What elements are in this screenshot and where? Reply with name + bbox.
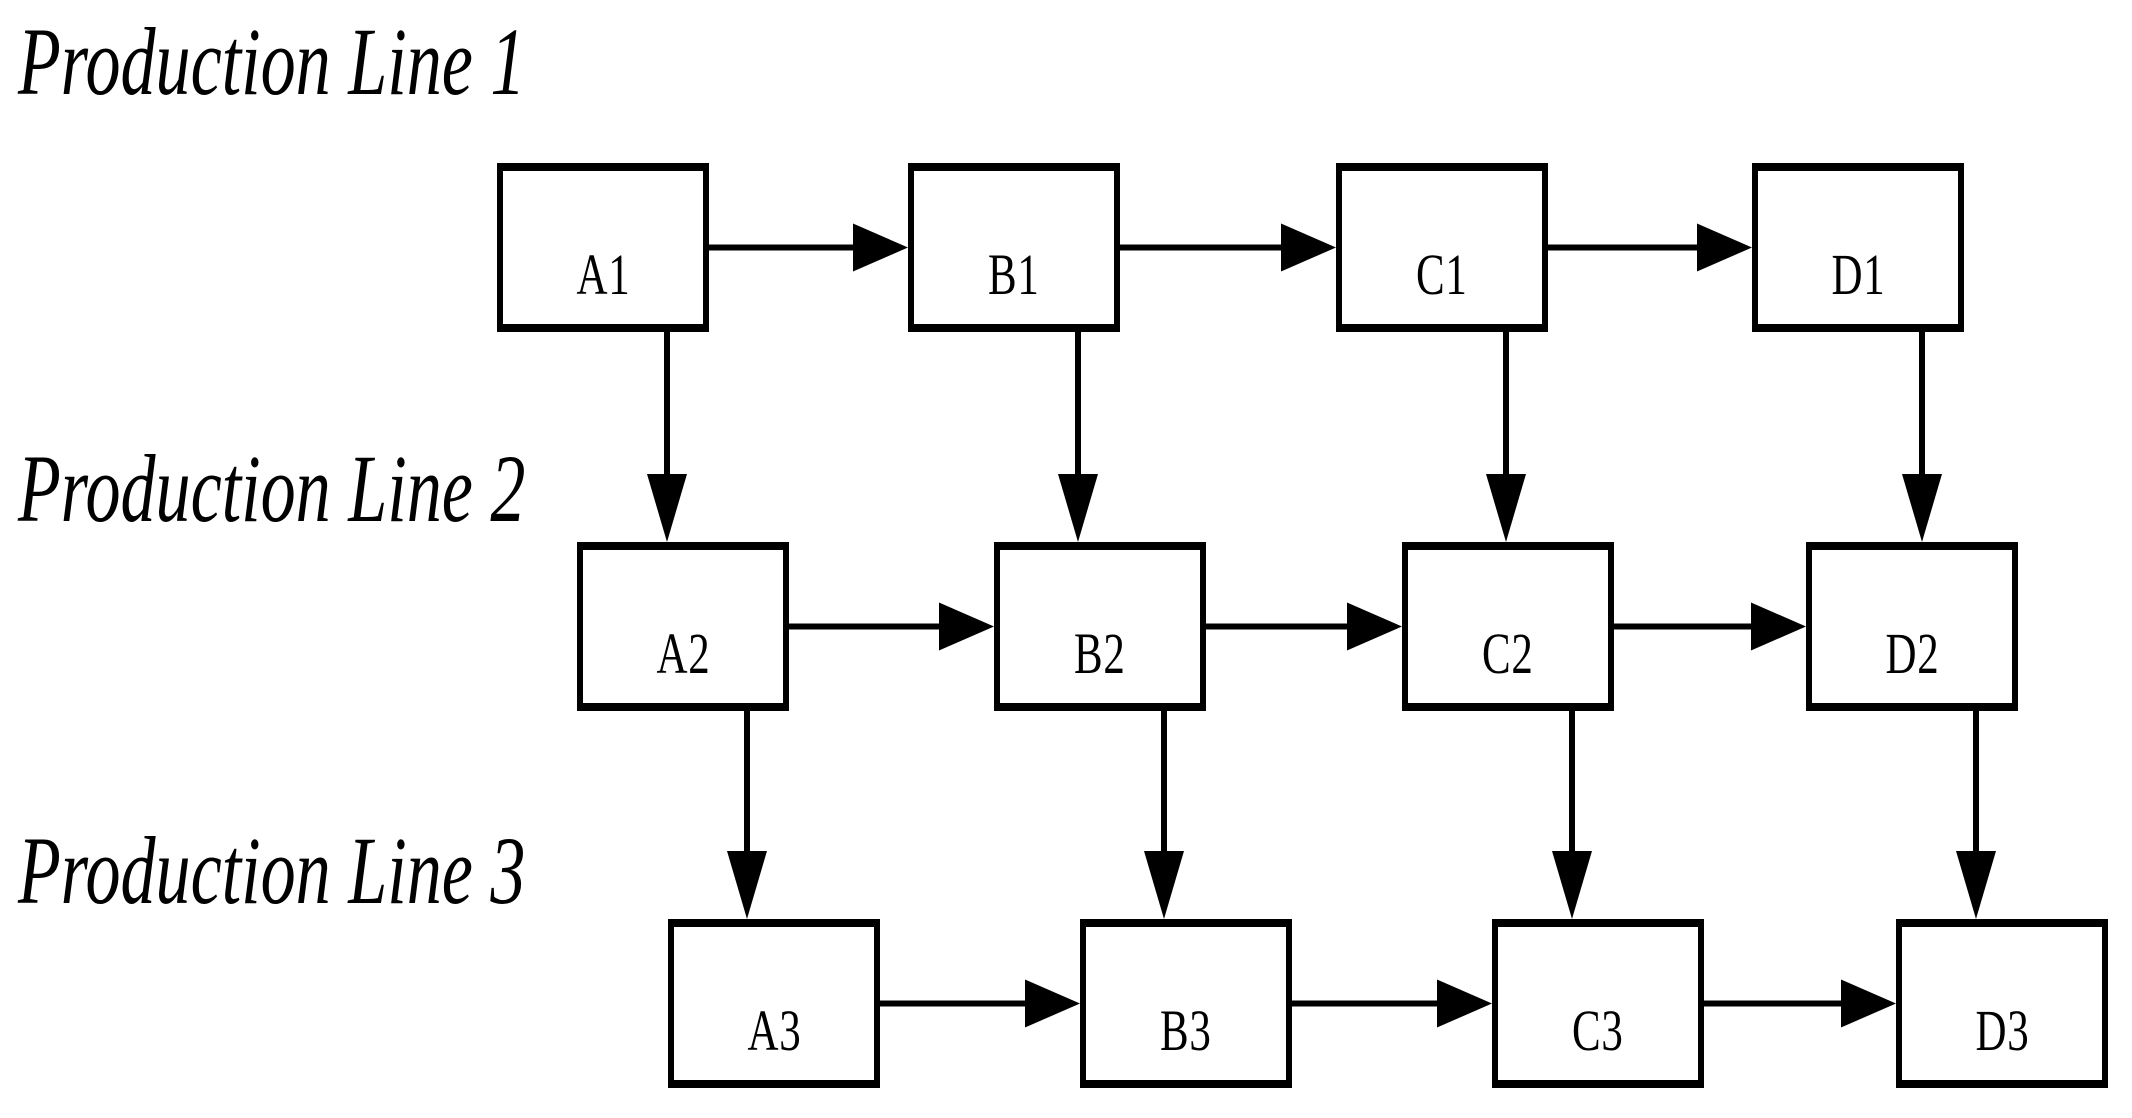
arrowhead-icon — [939, 602, 994, 651]
node-D1-label: D1 — [1831, 241, 1885, 307]
production-line-2-label: Production Line 2 — [18, 435, 526, 542]
node-B2: B2 — [994, 542, 1206, 711]
node-C1: C1 — [1336, 163, 1548, 332]
arrowhead-icon — [1486, 474, 1526, 542]
edge-B3-C3 — [1292, 979, 1492, 1028]
arrowhead-icon — [1281, 223, 1336, 272]
arrowhead-icon — [853, 223, 908, 272]
edge-C2-D2 — [1614, 602, 1806, 651]
node-C1-label: C1 — [1416, 241, 1468, 307]
node-C3-label: C3 — [1572, 997, 1624, 1063]
production-line-1-label: Production Line 1 — [18, 8, 526, 115]
edge-A2-A3 — [727, 711, 767, 919]
node-D3-label: D3 — [1975, 997, 2029, 1063]
node-A2: A2 — [577, 542, 789, 711]
edge-A3-B3 — [880, 979, 1080, 1028]
node-D2: D2 — [1806, 542, 2018, 711]
node-B1: B1 — [908, 163, 1120, 332]
edge-D2-D3 — [1956, 711, 1996, 919]
edge-B1-C1 — [1120, 223, 1336, 272]
edge-B2-B3 — [1144, 711, 1184, 919]
arrowhead-icon — [1751, 602, 1806, 651]
edge-C3-D3 — [1704, 979, 1896, 1028]
edge-D1-D2 — [1902, 332, 1942, 542]
arrowhead-icon — [1902, 474, 1942, 542]
edge-C2-C3 — [1552, 711, 1592, 919]
node-B2-label: B2 — [1074, 620, 1126, 686]
edge-B2-C2 — [1206, 602, 1402, 651]
node-A1: A1 — [497, 163, 709, 332]
production-line-3-label: Production Line 3 — [18, 817, 526, 924]
node-C2: C2 — [1402, 542, 1614, 711]
node-A3: A3 — [668, 919, 880, 1088]
edge-C1-D1 — [1548, 223, 1752, 272]
node-A3-label: A3 — [747, 997, 801, 1063]
node-D1: D1 — [1752, 163, 1964, 332]
node-C3: C3 — [1492, 919, 1704, 1088]
arrowhead-icon — [647, 474, 687, 542]
arrowhead-icon — [1841, 979, 1896, 1028]
arrowhead-icon — [1025, 979, 1080, 1028]
edge-B1-B2 — [1058, 332, 1098, 542]
arrowhead-icon — [1144, 851, 1184, 919]
arrowhead-icon — [1552, 851, 1592, 919]
edge-C1-C2 — [1486, 332, 1526, 542]
edge-A2-B2 — [789, 602, 994, 651]
arrowhead-icon — [1347, 602, 1402, 651]
arrowhead-icon — [1956, 851, 1996, 919]
node-D3: D3 — [1896, 919, 2108, 1088]
edge-A1-A2 — [647, 332, 687, 542]
arrowhead-icon — [1697, 223, 1752, 272]
node-B1-label: B1 — [988, 241, 1040, 307]
edge-A1-B1 — [709, 223, 908, 272]
node-B3-label: B3 — [1160, 997, 1212, 1063]
arrowhead-icon — [1058, 474, 1098, 542]
node-A1-label: A1 — [576, 241, 630, 307]
arrowhead-icon — [727, 851, 767, 919]
node-D2-label: D2 — [1885, 620, 1939, 686]
node-C2-label: C2 — [1482, 620, 1534, 686]
node-B3: B3 — [1080, 919, 1292, 1088]
node-A2-label: A2 — [656, 620, 710, 686]
arrowhead-icon — [1437, 979, 1492, 1028]
